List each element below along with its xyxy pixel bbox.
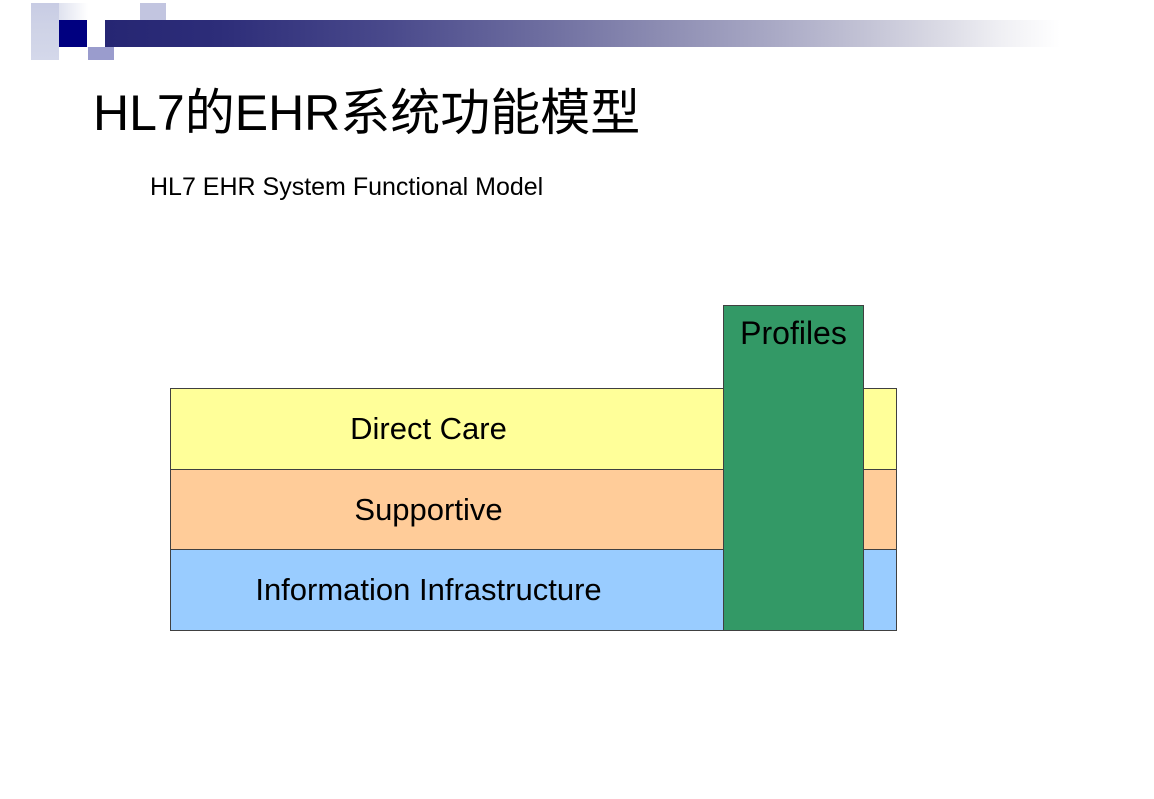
layer-information-infrastructure-label: Information Infrastructure [255, 572, 602, 607]
decor-block-4-top [114, 3, 140, 20]
decor-block-3-bottom [88, 47, 114, 60]
decor-block-fade [31, 3, 59, 60]
decor-block-white-1 [59, 3, 88, 20]
functional-model-diagram: Direct Care Supportive Information Infra… [170, 305, 898, 631]
page-subtitle: HL7 EHR System Functional Model [150, 173, 544, 201]
decor-block-5-top [140, 3, 166, 20]
decor-block-3-top [88, 3, 114, 20]
header-decoration [0, 0, 1154, 70]
decor-block-4-bottom [114, 47, 140, 60]
decor-block-5-bottom [140, 47, 166, 60]
layer-direct-care-label: Direct Care [350, 411, 507, 446]
layer-supportive-label: Supportive [354, 491, 503, 527]
profiles-column: Profiles [723, 305, 864, 631]
decor-block-navy [59, 20, 87, 47]
profiles-label: Profiles [740, 315, 847, 351]
header-gradient-bar [105, 20, 1060, 47]
page-title: HL7的EHR系统功能模型 [93, 85, 641, 141]
decor-block-white-2 [59, 47, 87, 60]
